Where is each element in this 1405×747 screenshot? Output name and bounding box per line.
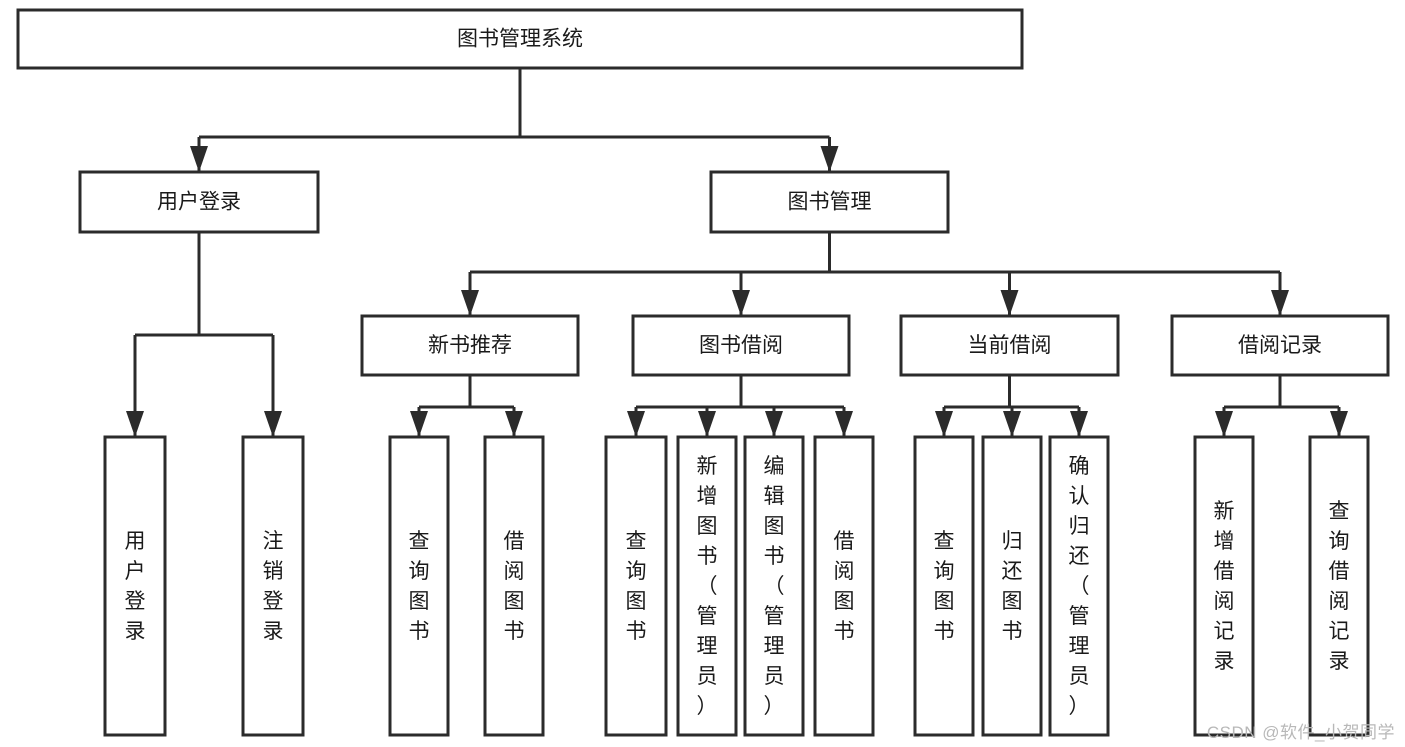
node-leaf-add-record-box[interactable] — [1193, 435, 1255, 737]
node-borrow-record-box[interactable] — [1170, 314, 1390, 377]
node-leaf-query-book-3-label: 查询图书 — [934, 530, 955, 643]
node-leaf-add-book[interactable]: 新增图书（管理员） — [676, 435, 738, 737]
node-book-manage[interactable]: 图书管理 — [709, 170, 950, 234]
node-borrow-record-label: 借阅记录 — [1238, 334, 1322, 357]
conn-borrow-record-arrow-0 — [1215, 411, 1233, 437]
node-new-book-rec[interactable]: 新书推荐 — [360, 314, 580, 377]
node-leaf-add-record-label: 新增借阅记录 — [1214, 500, 1235, 673]
conn-new-book-rec-arrow-1 — [505, 411, 523, 437]
node-leaf-query-record[interactable]: 查询借阅记录 — [1308, 435, 1370, 737]
connector-layer — [126, 68, 1348, 437]
node-borrow-record[interactable]: 借阅记录 — [1170, 314, 1390, 377]
node-current-borrow-box[interactable] — [899, 314, 1120, 377]
node-leaf-user-logout-label: 注销登录 — [263, 530, 284, 643]
conn-user-login-arrow-1 — [264, 411, 282, 437]
node-leaf-confirm-return-box[interactable] — [1048, 435, 1110, 737]
conn-current-borrow-arrow-0 — [935, 411, 953, 437]
node-layer: 图书管理系统用户登录图书管理新书推荐图书借阅当前借阅借阅记录用户登录注销登录查询… — [16, 8, 1390, 737]
node-leaf-add-book-box[interactable] — [676, 435, 738, 737]
node-current-borrow[interactable]: 当前借阅 — [899, 314, 1120, 377]
conn-user-login-arrow-0 — [126, 411, 144, 437]
node-leaf-query-book-3-box[interactable] — [913, 435, 975, 737]
node-leaf-query-book-3[interactable]: 查询图书 — [913, 435, 975, 737]
conn-book-manage-arrow-3 — [1271, 290, 1289, 316]
node-user-login-box[interactable] — [78, 170, 320, 234]
conn-current-borrow-arrow-2 — [1070, 411, 1088, 437]
conn-book-manage-arrow-1 — [732, 290, 750, 316]
node-book-manage-label: 图书管理 — [788, 191, 872, 214]
conn-new-book-rec-arrow-0 — [410, 411, 428, 437]
node-leaf-query-book-1-label: 查询图书 — [409, 530, 430, 643]
node-leaf-query-record-label: 查询借阅记录 — [1329, 500, 1350, 673]
node-leaf-borrow-book-1[interactable]: 借阅图书 — [483, 435, 545, 737]
node-leaf-return-book[interactable]: 归还图书 — [981, 435, 1043, 737]
node-leaf-user-login-label: 用户登录 — [125, 530, 146, 643]
conn-root-arrow-0 — [190, 146, 208, 172]
node-user-login-label: 用户登录 — [157, 191, 241, 214]
node-leaf-borrow-book-1-label: 借阅图书 — [504, 530, 525, 643]
node-root-label: 图书管理系统 — [457, 28, 583, 51]
conn-book-borrow-arrow-2 — [765, 411, 783, 437]
node-leaf-query-book-1-box[interactable] — [388, 435, 450, 737]
conn-borrow-record-arrow-1 — [1330, 411, 1348, 437]
node-new-book-rec-label: 新书推荐 — [428, 334, 512, 357]
node-leaf-borrow-book-2-label: 借阅图书 — [834, 530, 855, 643]
node-leaf-confirm-return[interactable]: 确认归还（管理员） — [1048, 435, 1110, 737]
node-book-manage-box[interactable] — [709, 170, 950, 234]
node-leaf-borrow-book-1-box[interactable] — [483, 435, 545, 737]
node-user-login[interactable]: 用户登录 — [78, 170, 320, 234]
node-leaf-confirm-return-label: 确认归还（管理员） — [1069, 455, 1090, 718]
conn-root-arrow-1 — [820, 146, 839, 172]
conn-book-manage-arrow-0 — [461, 290, 479, 316]
node-new-book-rec-box[interactable] — [360, 314, 580, 377]
node-leaf-user-logout[interactable]: 注销登录 — [241, 435, 305, 737]
node-leaf-query-book-2[interactable]: 查询图书 — [604, 435, 668, 737]
node-leaf-add-record[interactable]: 新增借阅记录 — [1193, 435, 1255, 737]
watermark-label: CSDN @软件_小贺同学 — [1206, 723, 1395, 742]
node-leaf-edit-book-label: 编辑图书（管理员） — [764, 455, 785, 718]
node-leaf-user-login[interactable]: 用户登录 — [103, 435, 167, 737]
conn-book-borrow-arrow-0 — [627, 411, 645, 437]
node-leaf-return-book-label: 归还图书 — [1002, 530, 1023, 643]
node-leaf-query-record-box[interactable] — [1308, 435, 1370, 737]
node-leaf-edit-book[interactable]: 编辑图书（管理员） — [743, 435, 805, 737]
node-book-borrow-label: 图书借阅 — [699, 334, 783, 357]
node-leaf-query-book-1[interactable]: 查询图书 — [388, 435, 450, 737]
conn-current-borrow-arrow-1 — [1003, 411, 1021, 437]
node-leaf-edit-book-box[interactable] — [743, 435, 805, 737]
node-book-borrow[interactable]: 图书借阅 — [631, 314, 851, 377]
node-leaf-borrow-book-2-box[interactable] — [813, 435, 875, 737]
conn-book-borrow-arrow-1 — [698, 411, 716, 437]
node-book-borrow-box[interactable] — [631, 314, 851, 377]
node-leaf-user-logout-box[interactable] — [241, 435, 305, 737]
node-current-borrow-label: 当前借阅 — [968, 334, 1052, 357]
node-leaf-return-book-box[interactable] — [981, 435, 1043, 737]
node-leaf-borrow-book-2[interactable]: 借阅图书 — [813, 435, 875, 737]
node-root[interactable]: 图书管理系统 — [16, 8, 1024, 70]
node-leaf-query-book-2-box[interactable] — [604, 435, 668, 737]
node-leaf-query-book-2-label: 查询图书 — [626, 530, 647, 643]
conn-book-borrow-arrow-3 — [835, 411, 853, 437]
node-leaf-add-book-label: 新增图书（管理员） — [697, 455, 718, 718]
node-root-box[interactable] — [16, 8, 1024, 70]
node-leaf-user-login-box[interactable] — [103, 435, 167, 737]
conn-book-manage-arrow-2 — [1000, 290, 1019, 316]
